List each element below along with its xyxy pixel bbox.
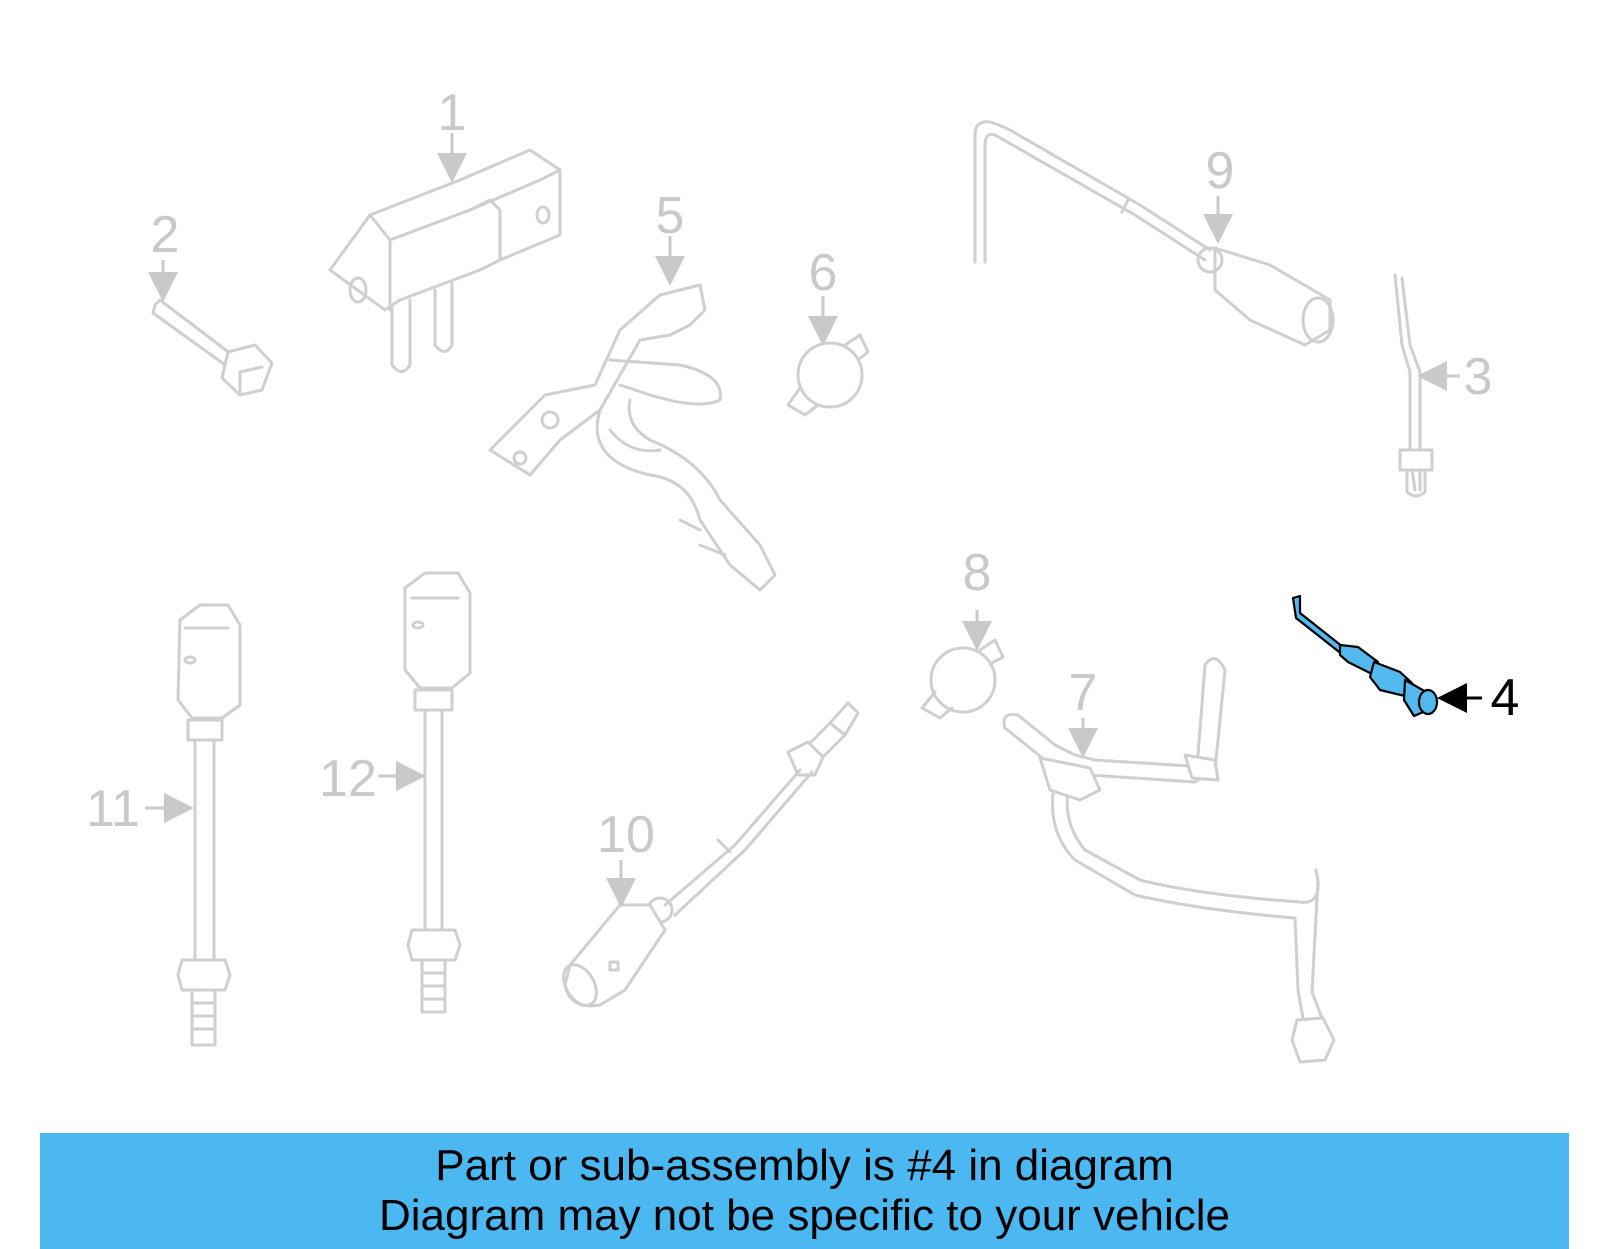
callout-5: 5 (656, 187, 685, 245)
part-5-bracket (488, 283, 777, 592)
callout-9: 9 (1206, 142, 1235, 200)
part-2-bolt (151, 298, 274, 397)
callout-6: 6 (809, 244, 838, 302)
part-9-sensor (973, 120, 1335, 347)
part-4-sensor-highlighted (1291, 594, 1439, 718)
callout-1: 1 (438, 84, 467, 142)
callout-10: 10 (597, 806, 655, 864)
part-1-pressure-sensor (328, 148, 562, 373)
callout-11: 11 (86, 780, 140, 838)
part-6-grommet (786, 333, 870, 417)
callout-12: 12 (319, 750, 377, 808)
callout-2: 2 (151, 206, 180, 264)
banner-line-part: Part or sub-assembly is #4 in diagram (435, 1141, 1174, 1190)
part-12-sensor (403, 571, 472, 1014)
part-3-probe (1393, 273, 1434, 498)
part-7-pipe (1002, 657, 1336, 1064)
part-8-grommet (920, 638, 1005, 720)
banner-line-disclaimer: Diagram may not be specific to your vehi… (378, 1191, 1231, 1240)
callout-3: 3 (1464, 348, 1493, 406)
info-banner: Part or sub-assembly is #4 in diagram Di… (40, 1133, 1569, 1249)
callout-4: 4 (1491, 669, 1520, 727)
part-11-sensor (176, 603, 242, 1047)
callout-8: 8 (963, 544, 992, 602)
part-10-sensor (562, 701, 860, 1008)
callout-7: 7 (1069, 664, 1098, 722)
